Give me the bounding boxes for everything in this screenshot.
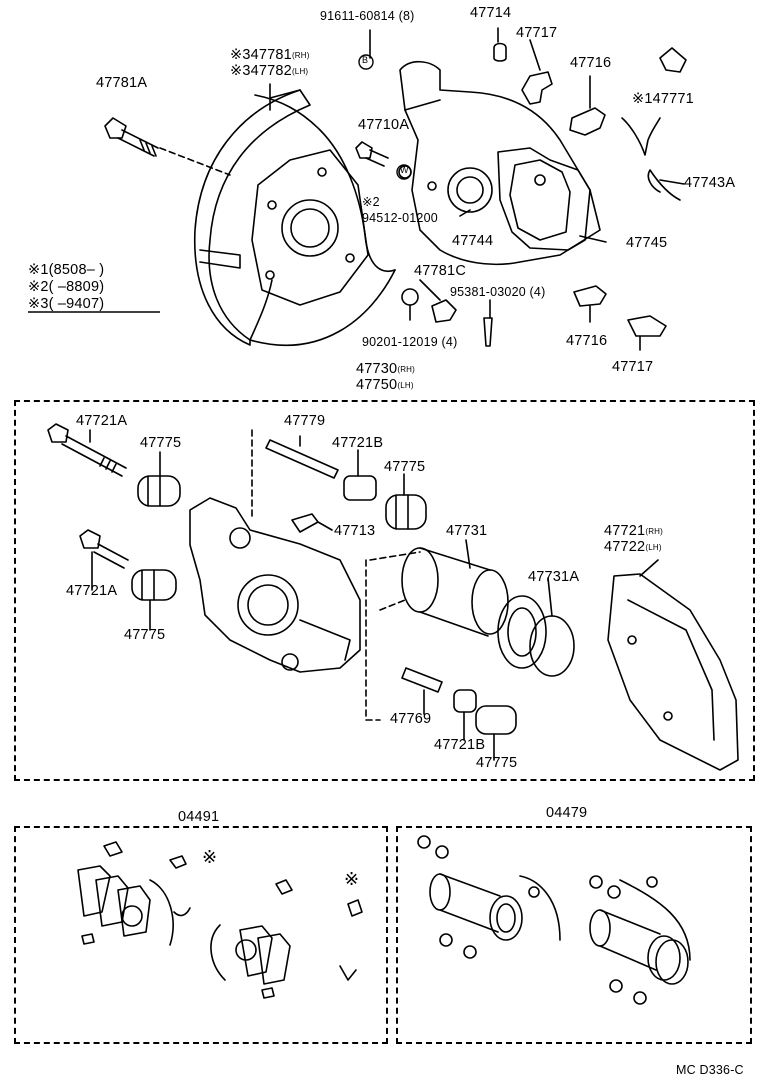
label-47750-lh: (LH) <box>397 381 414 390</box>
pin-47769-shape <box>401 667 443 693</box>
label-47743A: 47743A <box>684 175 736 191</box>
bolt-47721A-top-shape <box>47 423 127 477</box>
label-47721: 47721(RH) <box>604 524 663 539</box>
label-47713: 47713 <box>334 523 376 539</box>
legend-text-2: ( –8809) <box>48 279 105 295</box>
label-47730-rh: (RH) <box>397 365 416 374</box>
label-94512: 94512-01200 <box>362 211 438 225</box>
boot-47775-shapes <box>131 475 517 735</box>
dust-cover-shape <box>193 89 396 346</box>
label-kit-04491: 04491 <box>178 809 220 825</box>
label-star-1: ※ <box>202 847 218 867</box>
label-47779: 47779 <box>284 413 326 429</box>
label-47721-num: 47721 <box>604 523 646 539</box>
label-47730: 47730(RH) <box>356 362 415 377</box>
brake-pad-shape <box>497 147 591 251</box>
label-47730-num: 47730 <box>356 361 398 377</box>
legend-text-3: ( –9407) <box>48 296 105 312</box>
label-47782: ※347782(LH) <box>230 64 308 79</box>
label-47717-top: 47717 <box>516 25 558 41</box>
label-47721B-low: 47721B <box>434 737 486 753</box>
kit-04479-frame <box>396 826 752 1044</box>
legend-mark-2: ※2 <box>28 279 49 295</box>
label-47717-bottom: 47717 <box>612 359 654 375</box>
label-47781-num: ※347781 <box>230 47 292 63</box>
wire-spring-shape <box>621 117 661 156</box>
label-47782-lh: (LH) <box>291 67 309 76</box>
spring-47743A-shape <box>647 169 681 201</box>
label-47782-num: ※347782 <box>230 63 292 79</box>
footer-code: MC D336-C <box>676 1063 744 1077</box>
legend-mark-1: ※1 <box>28 262 49 278</box>
legend-row-1: ※1(8508– ) <box>28 262 104 279</box>
label-47775-d: 47775 <box>476 755 518 771</box>
caliper-body-shape <box>189 497 361 673</box>
legend-mark-3: ※3 <box>28 296 49 312</box>
label-47781A: 47781A <box>96 75 148 91</box>
label-star-2: ※ <box>344 869 360 889</box>
kit-04491-frame <box>14 826 388 1044</box>
label-47781: ※347781(RH) <box>230 48 310 63</box>
label-90201: 90201-12019 (4) <box>362 335 458 349</box>
pad-clip-bottom-shape <box>573 285 667 337</box>
label-47721-rh: (RH) <box>645 527 664 536</box>
label-47775-a: 47775 <box>140 435 182 451</box>
bushing-47721B-top-shape <box>343 475 377 501</box>
bushing-47721B-low-shape <box>453 689 477 713</box>
washer-shape <box>401 288 419 306</box>
label-47731: 47731 <box>446 523 488 539</box>
nut-47781C-shape <box>431 299 457 323</box>
bolt-b-mark: B <box>362 55 369 65</box>
kit-04479-shapes <box>417 835 691 1005</box>
label-47722-lh: (LH) <box>645 543 662 552</box>
label-47722-num: 47722 <box>604 539 646 555</box>
label-47721B-top: 47721B <box>332 435 384 451</box>
label-47721A-top: 47721A <box>76 413 128 429</box>
label-47781-rh: (RH) <box>291 51 310 60</box>
label-95381: 95381-03020 (4) <box>450 285 546 299</box>
label-47722: 47722(LH) <box>604 540 662 555</box>
piston-47731-shape <box>401 547 547 669</box>
label-47744: 47744 <box>452 233 494 249</box>
washer-w-mark: W <box>400 165 409 175</box>
label-47731A: 47731A <box>528 569 580 585</box>
cotter-pin-shape <box>483 317 493 347</box>
label-47781C: 47781C <box>414 263 466 279</box>
mounting-bracket-shape <box>399 60 601 266</box>
label-47716-bottom: 47716 <box>566 333 608 349</box>
label-47769: 47769 <box>390 711 432 727</box>
label-47714: 47714 <box>470 5 512 21</box>
label-147771: ※147771 <box>632 91 694 107</box>
pad-clip-top-shape <box>493 42 687 136</box>
legend-row-2: ※2( –8809) <box>28 279 104 296</box>
label-47721A-low: 47721A <box>66 583 118 599</box>
label-47750-num: 47750 <box>356 377 398 393</box>
caliper-assembly-frame <box>14 400 755 781</box>
support-plate-shape <box>607 573 739 771</box>
bolt-47721A-low-shape <box>79 529 129 569</box>
legend-text-1: (8508– ) <box>48 262 105 278</box>
label-47716-top: 47716 <box>570 55 612 71</box>
label-47710A: 47710A <box>358 117 410 133</box>
pin-47779-shape <box>265 439 339 479</box>
label-91611: 91611-60814 (8) <box>320 9 415 23</box>
bolt-47781A-shape <box>104 117 159 157</box>
legend-row-3: ※3( –9407) <box>28 296 104 313</box>
label-47775-b: 47775 <box>384 459 426 475</box>
legend: ※1(8508– ) ※2( –8809) ※3( –9407) <box>28 262 104 313</box>
label-mark-2: ※2 <box>362 195 380 209</box>
label-47775-c: 47775 <box>124 627 166 643</box>
label-kit-04479: 04479 <box>546 805 588 821</box>
label-47745: 47745 <box>626 235 668 251</box>
label-47750: 47750(LH) <box>356 378 414 393</box>
kit-04491-shapes <box>77 841 363 999</box>
